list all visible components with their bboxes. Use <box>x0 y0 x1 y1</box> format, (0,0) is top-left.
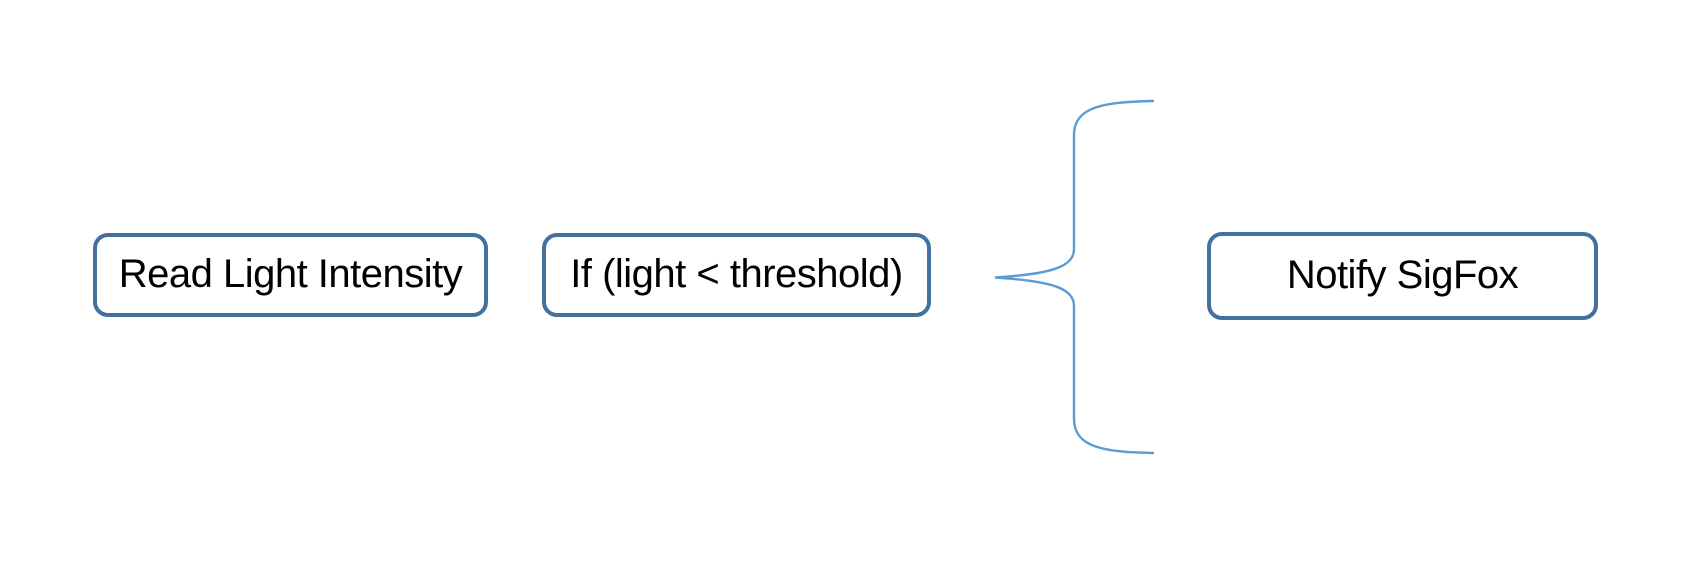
node-if-light-threshold-label: If (light < threshold) <box>570 252 903 296</box>
node-notify-sigfox: Notify SigFox <box>1207 232 1598 320</box>
node-read-light-intensity-label: Read Light Intensity <box>118 252 463 296</box>
node-notify-sigfox-label: Notify SigFox <box>1286 253 1519 297</box>
left-curly-brace-icon <box>994 99 1155 455</box>
node-if-light-threshold: If (light < threshold) <box>542 233 931 317</box>
node-read-light-intensity: Read Light Intensity <box>93 233 488 317</box>
